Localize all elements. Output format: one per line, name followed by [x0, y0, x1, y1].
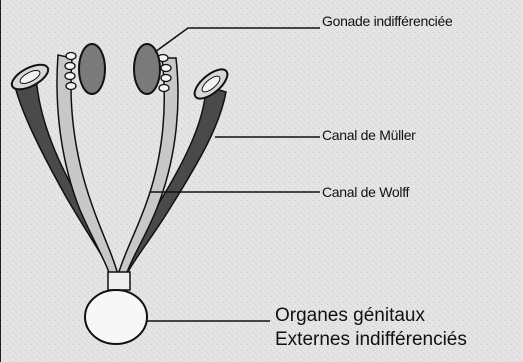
leader-gonad — [154, 27, 320, 53]
label-external-organs: Organes génitaux Externes indifférenciés — [275, 304, 467, 352]
gonad-left — [78, 43, 106, 95]
label-wolff-duct: Canal de Wolff — [322, 184, 410, 200]
gonad-right — [133, 43, 161, 95]
label-gonad: Gonade indifférenciée — [322, 13, 453, 29]
label-external-organs-line1: Organes génitaux — [275, 305, 425, 326]
label-muller-duct: Canal de Müller — [322, 127, 416, 143]
label-external-organs-line2: Externes indifférenciés — [275, 329, 467, 350]
tubules-left — [64, 51, 77, 91]
urogenital-stem — [107, 271, 131, 291]
external-organs-bulb — [84, 289, 148, 345]
